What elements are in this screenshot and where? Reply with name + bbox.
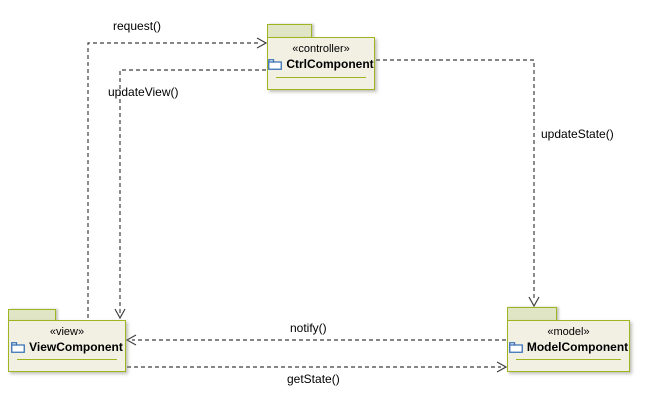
request-arrow	[87, 37, 268, 318]
model-stereotype: «model»	[547, 326, 590, 338]
controller-package-name: CtrlComponent	[286, 57, 374, 71]
get-state-label: getState()	[287, 372, 340, 386]
controller-package: «controller» CtrlComponent	[267, 37, 375, 90]
folder-icon	[268, 58, 283, 70]
folder-icon	[11, 341, 25, 353]
request-label: request()	[113, 19, 162, 33]
notify-label: notify()	[290, 321, 327, 335]
update-view-arrow	[114, 69, 266, 320]
update-view-label: updateView()	[108, 85, 179, 99]
compartment-divider	[516, 359, 621, 360]
folder-icon	[508, 341, 523, 353]
get-state-arrow	[127, 361, 508, 373]
model-package-name: ModelComponent	[526, 340, 629, 354]
model-package: «model» ModelComponent	[507, 320, 630, 372]
controller-package-tab	[267, 24, 312, 38]
notify-arrow	[125, 334, 506, 346]
controller-stereotype: «controller»	[292, 43, 350, 55]
compartment-divider	[276, 77, 366, 78]
view-stereotype: «view»	[49, 326, 85, 338]
model-package-tab	[507, 307, 557, 321]
view-package: «view» ViewComponent	[8, 320, 126, 372]
view-package-name: ViewComponent	[29, 340, 123, 354]
update-state-arrow	[376, 59, 540, 308]
compartment-divider	[17, 359, 117, 360]
update-state-label: updateState()	[541, 127, 614, 141]
